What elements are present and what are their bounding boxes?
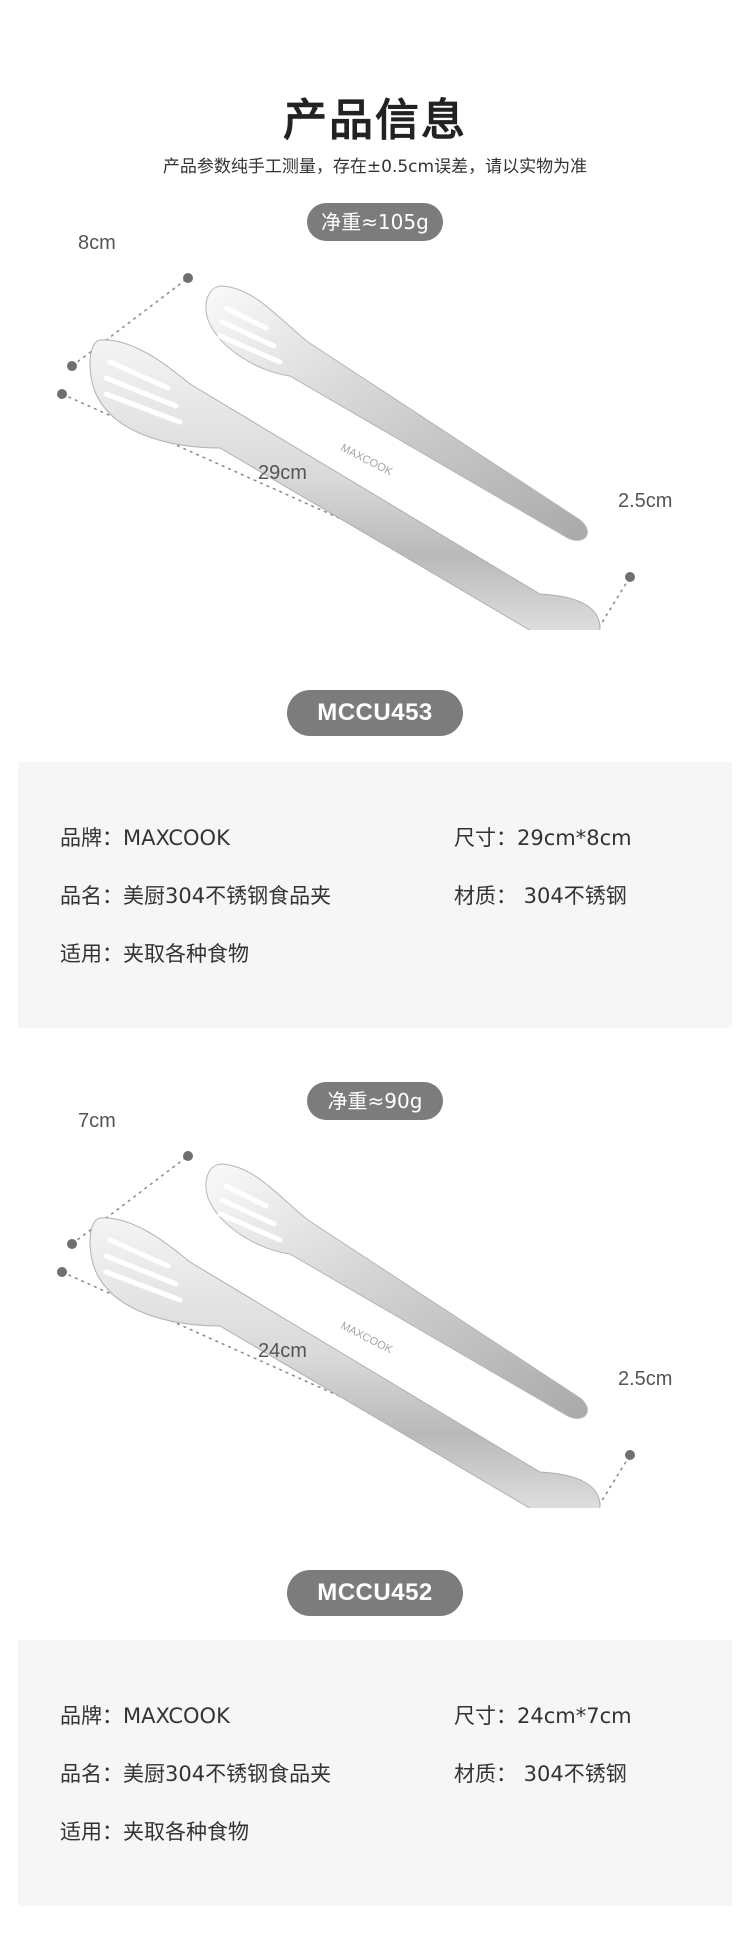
spec-material: 材质： 304不锈钢	[454, 884, 627, 908]
spec-usage: 适用：夹取各种食物	[60, 1820, 249, 1844]
dimension-width-label: 7cm	[78, 1110, 116, 1132]
weight-badge: 净重≈90g	[307, 1082, 443, 1120]
model-badge: MCCU453	[287, 690, 463, 736]
svg-text:MAXCOOK: MAXCOOK	[339, 442, 395, 479]
spec-panel: 品牌：MAXCOOK 尺寸：24cm*7cm 品名：美厨304不锈钢食品夹 材质…	[18, 1640, 732, 1906]
spec-brand: 品牌：MAXCOOK	[60, 826, 230, 850]
product-image-tongs: MAXCOOK 7cm 24cm 2.5cm	[40, 1110, 720, 1527]
dimension-length-label: 24cm	[258, 1340, 307, 1362]
page-title: 产品信息	[283, 95, 467, 146]
dimension-height-label: 2.5cm	[618, 490, 673, 512]
product-image-tongs: MAXCOOK 8cm 29cm 2.5cm	[40, 232, 720, 649]
spec-panel: 品牌：MAXCOOK 尺寸：29cm*8cm 品名：美厨304不锈钢食品夹 材质…	[18, 762, 732, 1028]
spec-material: 材质： 304不锈钢	[454, 1762, 627, 1786]
weight-badge: 净重≈105g	[307, 203, 443, 241]
spec-usage: 适用：夹取各种食物	[60, 942, 249, 966]
spec-brand: 品牌：MAXCOOK	[60, 1704, 230, 1728]
spec-size: 尺寸：24cm*7cm	[454, 1704, 632, 1728]
model-badge: MCCU452	[287, 1570, 463, 1616]
spec-name: 品名：美厨304不锈钢食品夹	[60, 884, 332, 908]
dimension-width-label: 8cm	[78, 232, 116, 254]
dimension-height-label: 2.5cm	[618, 1368, 673, 1390]
svg-text:MAXCOOK: MAXCOOK	[339, 1320, 395, 1357]
page-subtitle: 产品参数纯手工测量，存在±0.5cm误差，请以实物为准	[162, 157, 588, 177]
spec-size: 尺寸：29cm*8cm	[454, 826, 632, 850]
dimension-length-label: 29cm	[258, 462, 307, 484]
spec-name: 品名：美厨304不锈钢食品夹	[60, 1762, 332, 1786]
